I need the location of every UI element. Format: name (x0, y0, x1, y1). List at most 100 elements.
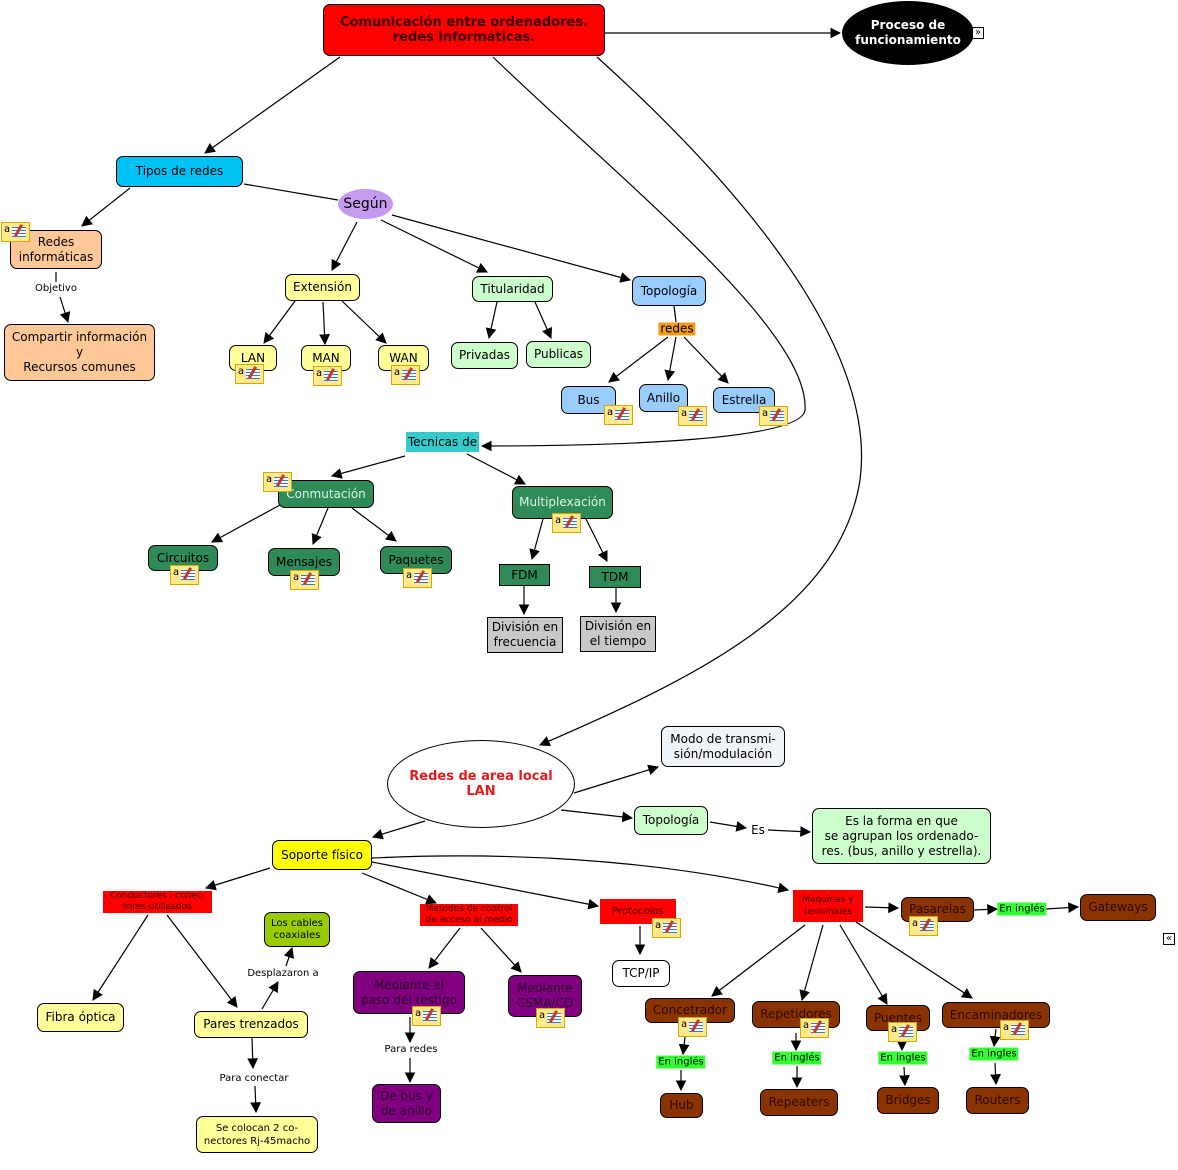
edge-redes-anillo (664, 336, 677, 382)
annotation-note-icon[interactable]: a (263, 472, 292, 492)
annotation-note-icon[interactable]: a (678, 406, 707, 426)
redes-area-local-concept[interactable]: Redes de area local LAN (387, 740, 575, 828)
edge-conm-paquetes (351, 507, 397, 542)
annotation-note-icon[interactable]: a (403, 568, 432, 588)
edge-conm-mensajes (311, 507, 329, 545)
edge-eningles-gateways (1045, 902, 1080, 913)
edge-pares-desplazaron (261, 981, 279, 1010)
division-frecuencia-concept[interactable]: División en frecuencia (487, 617, 563, 653)
rj45-concept[interactable]: Se colocan 2 co- nectores Rj-45macho (196, 1116, 318, 1153)
paso-testigo-concept[interactable]: Mediante el paso del testigo (353, 971, 465, 1014)
annotation-note-icon[interactable]: a (759, 406, 788, 426)
privadas-concept[interactable]: Privadas (451, 342, 518, 369)
link-label-es: Es (750, 823, 766, 837)
proceso-concept[interactable]: Proceso de funcionamiento (842, 1, 974, 65)
annotation-note-icon[interactable]: a (235, 364, 264, 384)
tcp-ip-concept[interactable]: TCP/IP (612, 960, 670, 987)
routers-concept[interactable]: Routers (966, 1087, 1029, 1114)
extension-concept[interactable]: Extensión (285, 274, 360, 301)
edge-maq-concentrador (711, 924, 806, 997)
edge-mult-tdm (585, 518, 608, 562)
edge-tit-privadas (485, 301, 498, 340)
maquinas-terminales-concept[interactable]: Maquinas y terminales (793, 890, 863, 922)
tipos-redes-concept[interactable]: Tipos de redes (116, 156, 243, 187)
topologia-concept[interactable]: Topología (632, 276, 706, 306)
annotation-note-icon[interactable]: a (313, 366, 342, 386)
man-concept[interactable]: MAN (301, 345, 351, 371)
soporte-fisico-concept[interactable]: Soporte físico (272, 840, 372, 870)
bus-concept[interactable]: Bus (561, 386, 616, 414)
conductores-concept[interactable]: Conductores i conec- tores utilizados (103, 891, 212, 913)
edge-pas-eningles (973, 904, 999, 915)
link-label-para-redes: Para redes (383, 1044, 439, 1056)
es-forma-concept[interactable]: Es la forma en que se agrupan los ordena… (812, 808, 991, 864)
tecnicas-concept[interactable]: Tecnicas de (406, 432, 479, 452)
edge-conm-circuitos (211, 504, 281, 543)
topologia-lan-concept[interactable]: Topología (634, 806, 708, 835)
publicas-concept[interactable]: Publicas (526, 341, 591, 368)
edge-soporte-protocolos (371, 861, 600, 910)
bus-anillo-concept[interactable]: De bus y de anillo (372, 1084, 441, 1123)
segun-concept[interactable]: Según (338, 189, 393, 219)
division-tiempo-concept[interactable]: División en el tiempo (580, 616, 656, 652)
link-label-en-ingles-pasarelas: En inglés (997, 902, 1047, 916)
bridges-concept[interactable]: Bridges (877, 1087, 939, 1114)
edge-tec-conmutacion (330, 455, 406, 479)
link-label-redes: redes (658, 321, 696, 336)
edge-topo-redes (673, 305, 677, 323)
tdm-concept[interactable]: TDM (589, 566, 641, 588)
circuitos-concept[interactable]: Circuitos (148, 545, 218, 571)
edge-tipos-segun (243, 183, 339, 201)
metodos-control-concept[interactable]: Metodos de control de acceso al medio (420, 904, 518, 926)
edge-maq-puentes (839, 924, 888, 1005)
annotation-note-icon[interactable]: a (652, 918, 681, 938)
edge-eningles-routers (990, 1062, 1001, 1086)
annotation-note-icon[interactable]: a (170, 565, 199, 585)
annotation-note-icon[interactable]: a (678, 1017, 707, 1037)
annotation-note-icon[interactable]: a (391, 365, 420, 385)
annotation-note-icon[interactable]: a (1000, 1020, 1029, 1040)
annotation-note-icon[interactable]: a (888, 1022, 917, 1042)
edge-ext-wan (341, 300, 387, 344)
gateways-concept[interactable]: Gateways (1080, 894, 1156, 921)
edge-redes-bus (608, 336, 669, 383)
annotation-note-icon[interactable]: a (290, 570, 319, 590)
root-concept[interactable]: Comunicación entre ordenadores. redes in… (323, 4, 605, 56)
conmutacion-concept[interactable]: Conmutación (278, 480, 374, 508)
anillo-concept[interactable]: Anillo (639, 384, 688, 412)
annotation-note-icon[interactable]: a (412, 1006, 441, 1026)
link-label-para-conectar: Para conectar (218, 1073, 290, 1085)
expand-submap-icon[interactable]: » (972, 27, 984, 39)
encaminadores-concept[interactable]: Encaminadores (942, 1002, 1050, 1028)
edge-lan-modo (573, 764, 660, 794)
link-label-objetivo: Objetivo (34, 283, 78, 295)
collapse-submap-icon[interactable]: « (1163, 933, 1175, 945)
pares-trenzados-concept[interactable]: Pares trenzados (194, 1011, 308, 1038)
edge-maq-repetidores (799, 924, 824, 1002)
repeaters-concept[interactable]: Repeaters (760, 1089, 838, 1116)
annotation-note-icon[interactable]: a (552, 513, 581, 533)
annotation-note-icon[interactable]: a (1, 222, 30, 242)
fibra-optica-concept[interactable]: Fibra óptica (37, 1003, 124, 1032)
fdm-concept[interactable]: FDM (499, 564, 550, 586)
hub-concept[interactable]: Hub (660, 1093, 703, 1118)
csma-cd-concept[interactable]: Mediante CSMA/CD (508, 975, 582, 1017)
edge-maq-pasarelas (864, 902, 900, 914)
annotation-note-icon[interactable]: a (909, 916, 938, 936)
edge-cond-pares (166, 914, 238, 1008)
titularidad-concept[interactable]: Titularidad (472, 276, 553, 302)
edge-lan-soporte (371, 820, 426, 840)
edge-ext-man (319, 301, 330, 346)
edge-soporte-metodos (361, 872, 438, 905)
cables-coaxiales-concept[interactable]: Los cables coaxiales (264, 912, 330, 947)
compartir-concept[interactable]: Compartir información y Recursos comunes (4, 324, 155, 381)
edge-segun-topologia (391, 214, 632, 283)
annotation-note-icon[interactable]: a (536, 1008, 565, 1028)
edge-topo-es (709, 821, 748, 832)
modo-transmision-concept[interactable]: Modo de transmi- sión/modulación (661, 726, 785, 767)
annotation-note-icon[interactable]: a (800, 1018, 829, 1038)
edge-conectar-rj45 (250, 1085, 262, 1114)
edge-soporte-maquinas (371, 855, 790, 894)
link-label-en-ingles-repeaters: En inglés (772, 1051, 822, 1065)
annotation-note-icon[interactable]: a (604, 405, 633, 425)
